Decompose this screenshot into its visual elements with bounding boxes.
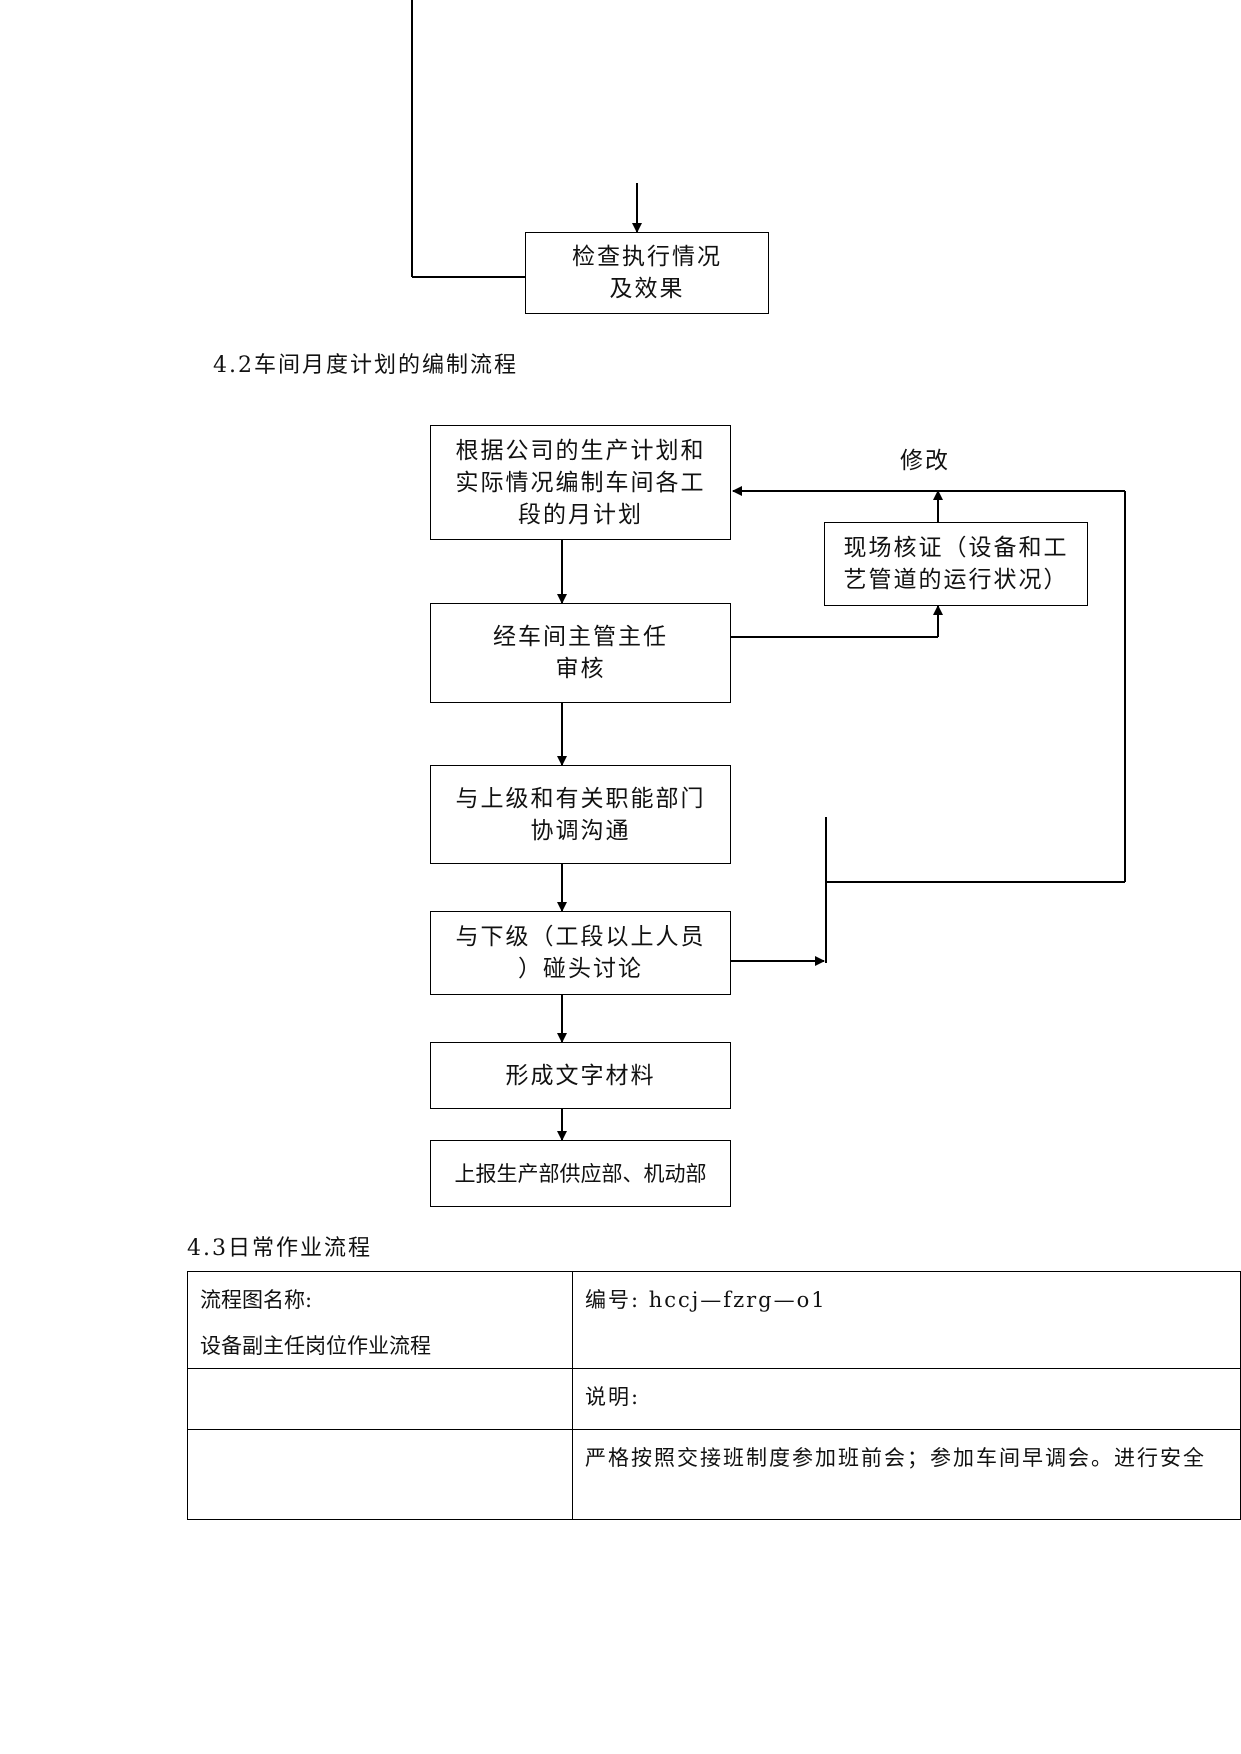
- discuss-box: 与下级（工段以上人员 ）碰头讨论: [430, 911, 731, 995]
- section-4-3-heading: 4.3日常作业流程: [187, 1236, 372, 1261]
- process-name-value: 设备副主任岗位作业流程: [200, 1334, 431, 1358]
- verify-line-1: 现场核证（设备和工: [843, 535, 1069, 561]
- submit-box: 上报生产部供应部、机动部: [430, 1140, 731, 1207]
- verify-box: 现场核证（设备和工 艺管道的运行状况）: [824, 522, 1088, 606]
- process-code-cell: 编号: hccj—fzrg—o1: [572, 1271, 1241, 1369]
- discuss-line-1: 与下级（工段以上人员: [455, 924, 706, 950]
- review-line-2: 审核: [555, 656, 606, 682]
- modify-label: 修改: [900, 448, 950, 474]
- coordinate-line-2: 协调沟通: [530, 817, 631, 844]
- section-4-2-heading: 4.2车间月度计划的编制流程: [213, 353, 518, 378]
- compile-plan-line-3: 段的月计划: [518, 501, 643, 528]
- compile-plan-line-1: 根据公司的生产计划和: [455, 437, 706, 464]
- compile-plan-box: 根据公司的生产计划和 实际情况编制车间各工 段的月计划: [430, 425, 731, 540]
- check-execution-line-1: 检查执行情况: [572, 244, 722, 270]
- empty-cell: [187, 1429, 573, 1520]
- description-text-cell: 严格按照交接班制度参加班前会；参加车间早调会。进行安全: [572, 1429, 1241, 1520]
- discuss-line-2: ）碰头讨论: [518, 956, 643, 982]
- empty-cell: [187, 1368, 573, 1430]
- table-row: 严格按照交接班制度参加班前会；参加车间早调会。进行安全: [187, 1429, 1241, 1520]
- submit-line-1: 上报生产部供应部、机动部: [454, 1161, 707, 1186]
- check-execution-line-2: 及效果: [609, 276, 685, 302]
- description-label-cell: 说明:: [572, 1368, 1241, 1430]
- coordinate-line-1: 与上级和有关职能部门: [455, 785, 706, 812]
- coordinate-box: 与上级和有关职能部门 协调沟通: [430, 765, 731, 864]
- review-box: 经车间主管主任 审核: [430, 603, 731, 703]
- description-label: 说明:: [585, 1385, 641, 1409]
- process-code: 编号: hccj—fzrg—o1: [585, 1288, 827, 1312]
- verify-line-2: 艺管道的运行状况）: [843, 567, 1069, 593]
- check-execution-box: 检查执行情况 及效果: [525, 232, 769, 314]
- table-row: 流程图名称: 设备副主任岗位作业流程 编号: hccj—fzrg—o1: [187, 1271, 1241, 1369]
- table-row: 说明:: [187, 1368, 1241, 1430]
- compile-plan-line-2: 实际情况编制车间各工: [455, 469, 706, 496]
- document-box: 形成文字材料: [430, 1042, 731, 1109]
- description-text: 严格按照交接班制度参加班前会；参加车间早调会。进行安全: [585, 1446, 1206, 1470]
- review-line-1: 经车间主管主任: [493, 624, 668, 650]
- process-name-label: 流程图名称:: [200, 1288, 313, 1312]
- process-info-table: 流程图名称: 设备副主任岗位作业流程 编号: hccj—fzrg—o1 说明: …: [187, 1271, 1241, 1520]
- process-name-cell: 流程图名称: 设备副主任岗位作业流程: [187, 1271, 573, 1369]
- document-line-1: 形成文字材料: [505, 1062, 656, 1089]
